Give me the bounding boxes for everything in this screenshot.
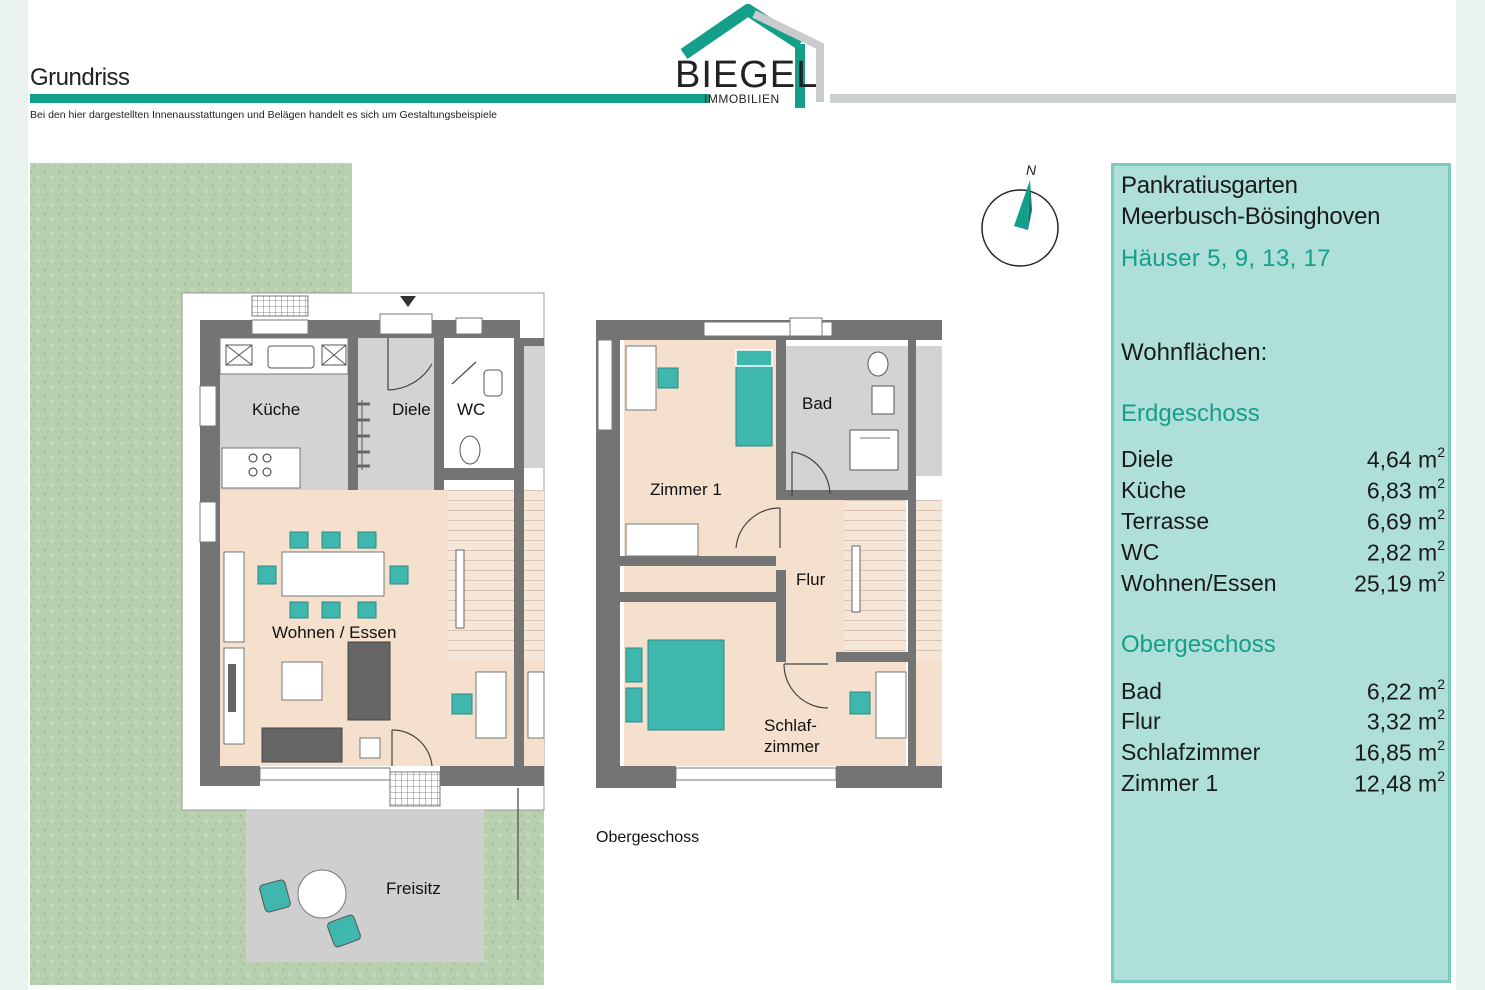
area-value: 6,83 m2 — [1366, 475, 1445, 504]
area-row: Bad 6,22 m2 — [1121, 676, 1445, 709]
room-label-diele: Diele — [392, 400, 431, 419]
area-name: Wohnen/Essen — [1121, 570, 1277, 596]
entrance-marker-icon — [400, 296, 416, 307]
info-panel — [1111, 163, 1451, 983]
area-row: Wohnen/Essen 25,19 m2 — [1121, 568, 1445, 601]
room-label-kueche: Küche — [252, 400, 300, 419]
disclaimer-text: Bei den hier dargestellten Innenausstatt… — [30, 109, 497, 121]
room-label-schlaf-line2: zimmer — [764, 737, 820, 756]
og-caption: Obergeschoss — [596, 829, 700, 846]
area-name: Bad — [1121, 678, 1162, 704]
area-row: WC 2,82 m2 — [1121, 537, 1445, 570]
project-title-line2: Meerbusch-Bösinghoven — [1121, 203, 1381, 230]
area-name: Schlafzimmer — [1121, 739, 1261, 765]
area-value: 12,48 m2 — [1354, 768, 1445, 797]
houses-label: Häuser 5, 9, 13, 17 — [1121, 245, 1331, 272]
header-accent-bar — [30, 94, 710, 103]
project-title: Pankratiusgarten Meerbusch-Bösinghoven — [1121, 170, 1381, 232]
sofa-bottom — [261, 727, 343, 763]
room-label-wohnen: Wohnen / Essen — [272, 623, 396, 642]
garden-grass-left — [30, 163, 182, 985]
page-title: Grundriss — [30, 64, 130, 91]
area-row: Zimmer 1 12,48 m2 — [1121, 768, 1445, 801]
area-row: Küche 6,83 m2 — [1121, 475, 1445, 508]
compass-north-label: N — [1026, 162, 1037, 178]
area-name: Terrasse — [1121, 508, 1210, 534]
dining-table — [281, 551, 385, 597]
area-value: 2,82 m2 — [1366, 537, 1445, 566]
area-name: Flur — [1121, 708, 1161, 734]
eg-heading: Erdgeschoss — [1121, 400, 1260, 427]
sofa-right — [347, 641, 391, 721]
project-title-line1: Pankratiusgarten — [1121, 172, 1298, 199]
area-row: Diele 4,64 m2 — [1121, 444, 1445, 477]
area-name: Küche — [1121, 477, 1187, 503]
room-label-zimmer1: Zimmer 1 — [650, 480, 722, 499]
area-value: 4,64 m2 — [1366, 444, 1445, 473]
room-label-wc: WC — [457, 400, 485, 419]
area-row: Schlafzimmer 16,85 m2 — [1121, 737, 1445, 770]
room-label-flur: Flur — [796, 570, 826, 589]
logo-wordmark: BIEGEL — [675, 54, 819, 96]
area-name: WC — [1121, 539, 1160, 565]
area-value: 6,69 m2 — [1366, 506, 1445, 535]
garden-grass-bottom-right — [484, 810, 544, 985]
area-name: Zimmer 1 — [1121, 770, 1219, 796]
logo-subtitle: IMMOBILIEN — [704, 92, 780, 106]
room-label-bad: Bad — [802, 394, 832, 413]
area-row: Flur 3,32 m2 — [1121, 706, 1445, 739]
garden-grass-bottom — [182, 810, 246, 985]
biegel-logo-house-icon — [680, 4, 824, 108]
compass-icon — [981, 189, 1059, 267]
header-gray-bar — [830, 94, 1456, 103]
area-value: 25,19 m2 — [1354, 568, 1445, 597]
area-row: Terrasse 6,69 m2 — [1121, 506, 1445, 539]
garden-grass-top — [182, 163, 352, 293]
og-heading: Obergeschoss — [1121, 631, 1276, 658]
area-value: 3,32 m2 — [1366, 706, 1445, 735]
garden-grass-bottom-strip — [246, 962, 484, 985]
room-label-freisitz: Freisitz — [386, 879, 441, 898]
room-label-schlaf-line1: Schlaf- — [764, 716, 817, 735]
area-value: 16,85 m2 — [1354, 737, 1445, 766]
area-name: Diele — [1121, 446, 1174, 472]
area-value: 6,22 m2 — [1366, 676, 1445, 705]
wohnflaechen-heading: Wohnflächen: — [1121, 339, 1268, 366]
